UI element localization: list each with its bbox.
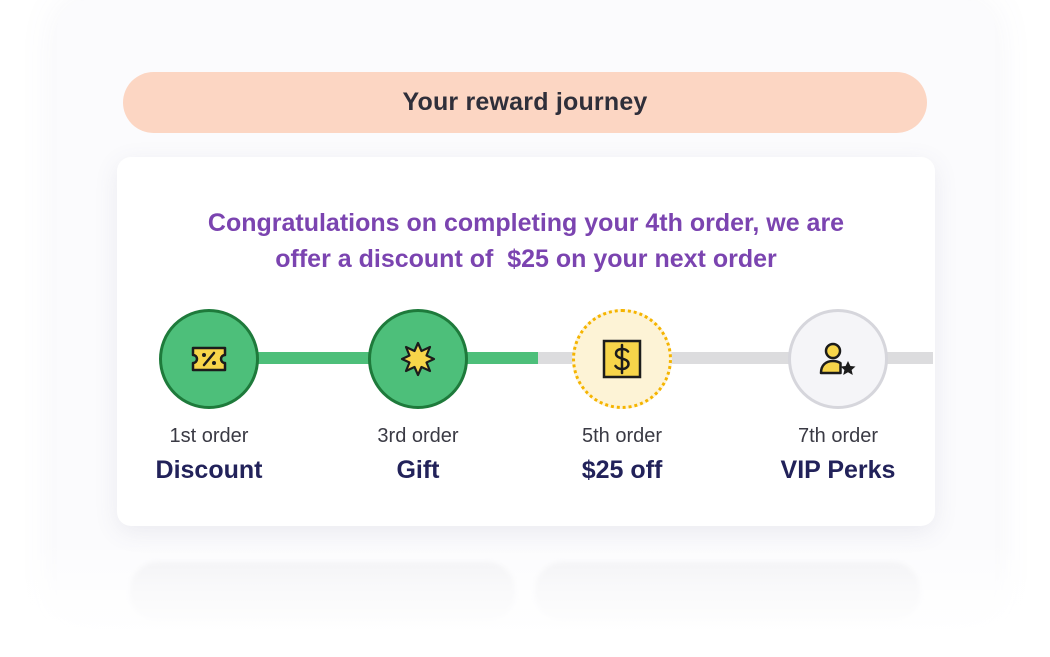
- step-reward-label: Gift: [396, 456, 440, 484]
- step-node-completed: [368, 309, 468, 409]
- step-order-label: 3rd order: [377, 425, 459, 447]
- bottom-fade-overlay: [0, 540, 1050, 657]
- step-3rd-order: 3rd order Gift: [333, 309, 503, 485]
- message-line-2: offer a discount of $25 on your next ord…: [275, 245, 777, 273]
- step-reward-label: VIP Perks: [780, 456, 896, 484]
- ticket-icon: [191, 346, 227, 372]
- step-5th-order: 5th order $25 off: [537, 309, 707, 485]
- step-reward-label: Discount: [155, 456, 263, 484]
- step-7th-order: 7th order VIP Perks: [753, 309, 923, 485]
- step-node-locked: [788, 309, 888, 409]
- step-node-completed: [159, 309, 259, 409]
- step-1st-order: 1st order Discount: [124, 309, 294, 485]
- step-order-label: 5th order: [581, 425, 663, 447]
- reward-journey-banner: Your reward journey: [123, 72, 927, 133]
- message-line-1: Congratulations on completing your 4th o…: [207, 209, 845, 237]
- reward-journey-card: Congratulations on completing your 4th o…: [117, 157, 935, 526]
- step-reward-label: $25 off: [581, 456, 663, 484]
- congratulations-message: Congratulations on completing your 4th o…: [117, 205, 935, 277]
- starburst-icon: [400, 341, 436, 377]
- step-node-current: [572, 309, 672, 409]
- progress-track-1: [209, 352, 418, 364]
- dollar-icon: [602, 339, 642, 379]
- step-order-label: 7th order: [797, 425, 879, 447]
- user-star-icon: [819, 342, 856, 375]
- banner-title: Your reward journey: [402, 88, 648, 116]
- step-order-label: 1st order: [169, 425, 249, 447]
